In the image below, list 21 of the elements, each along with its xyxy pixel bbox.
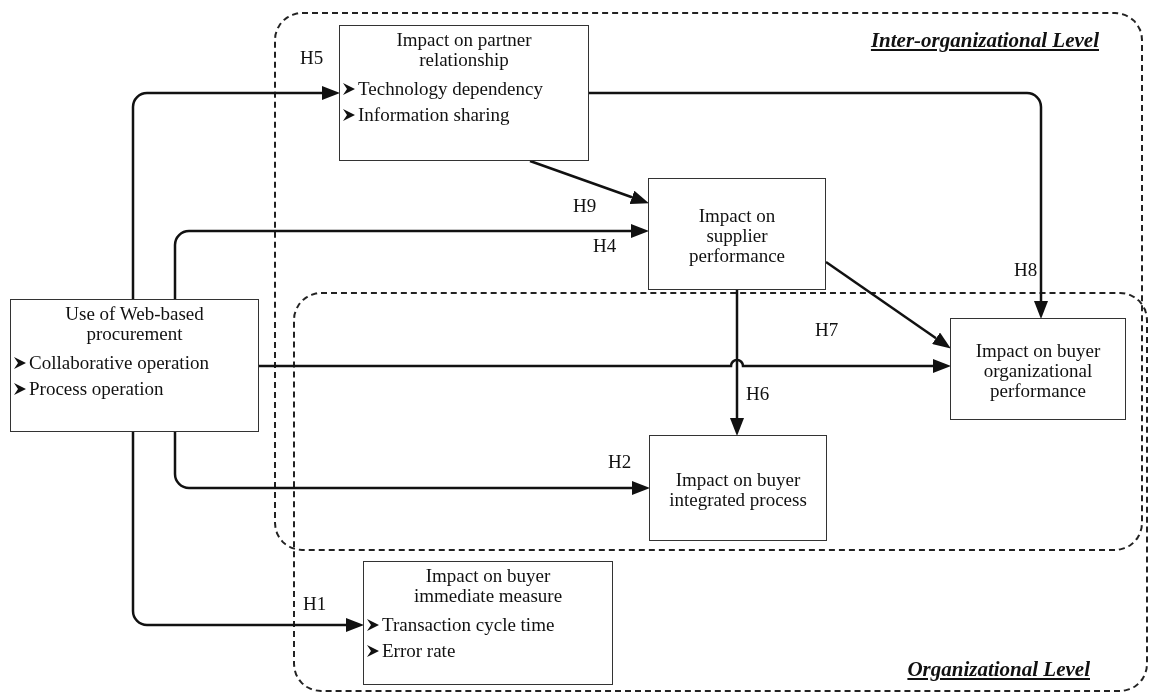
bullet-text: Information sharing — [358, 103, 510, 127]
process-box — [339, 25, 589, 161]
process-box — [648, 178, 826, 290]
region-title: Organizational Level — [907, 657, 1090, 682]
node-title: Impact on partner relationship — [395, 30, 533, 70]
node-title: Impact on buyer integrated process — [668, 470, 808, 510]
bullet-text: Process operation — [29, 377, 164, 401]
process-box — [649, 435, 827, 541]
bullet-text: Collaborative operation — [29, 351, 209, 375]
node-title: Impact on buyer immediate measure — [412, 566, 564, 606]
node-title: Use of Web-based procurement — [64, 304, 205, 344]
bullet-text: Transaction cycle time — [382, 613, 555, 637]
bullet-text: Technology dependency — [358, 77, 543, 101]
process-box — [950, 318, 1126, 420]
node-title: Impact on buyer organizational performance — [974, 341, 1102, 401]
node-title: Impact on supplier performance — [688, 206, 786, 266]
region-title: Inter-organizational Level — [870, 28, 1099, 53]
process-box — [10, 299, 259, 432]
process-box — [363, 561, 613, 685]
dashed-region — [293, 292, 1148, 692]
bullet-text: Error rate — [382, 639, 456, 663]
